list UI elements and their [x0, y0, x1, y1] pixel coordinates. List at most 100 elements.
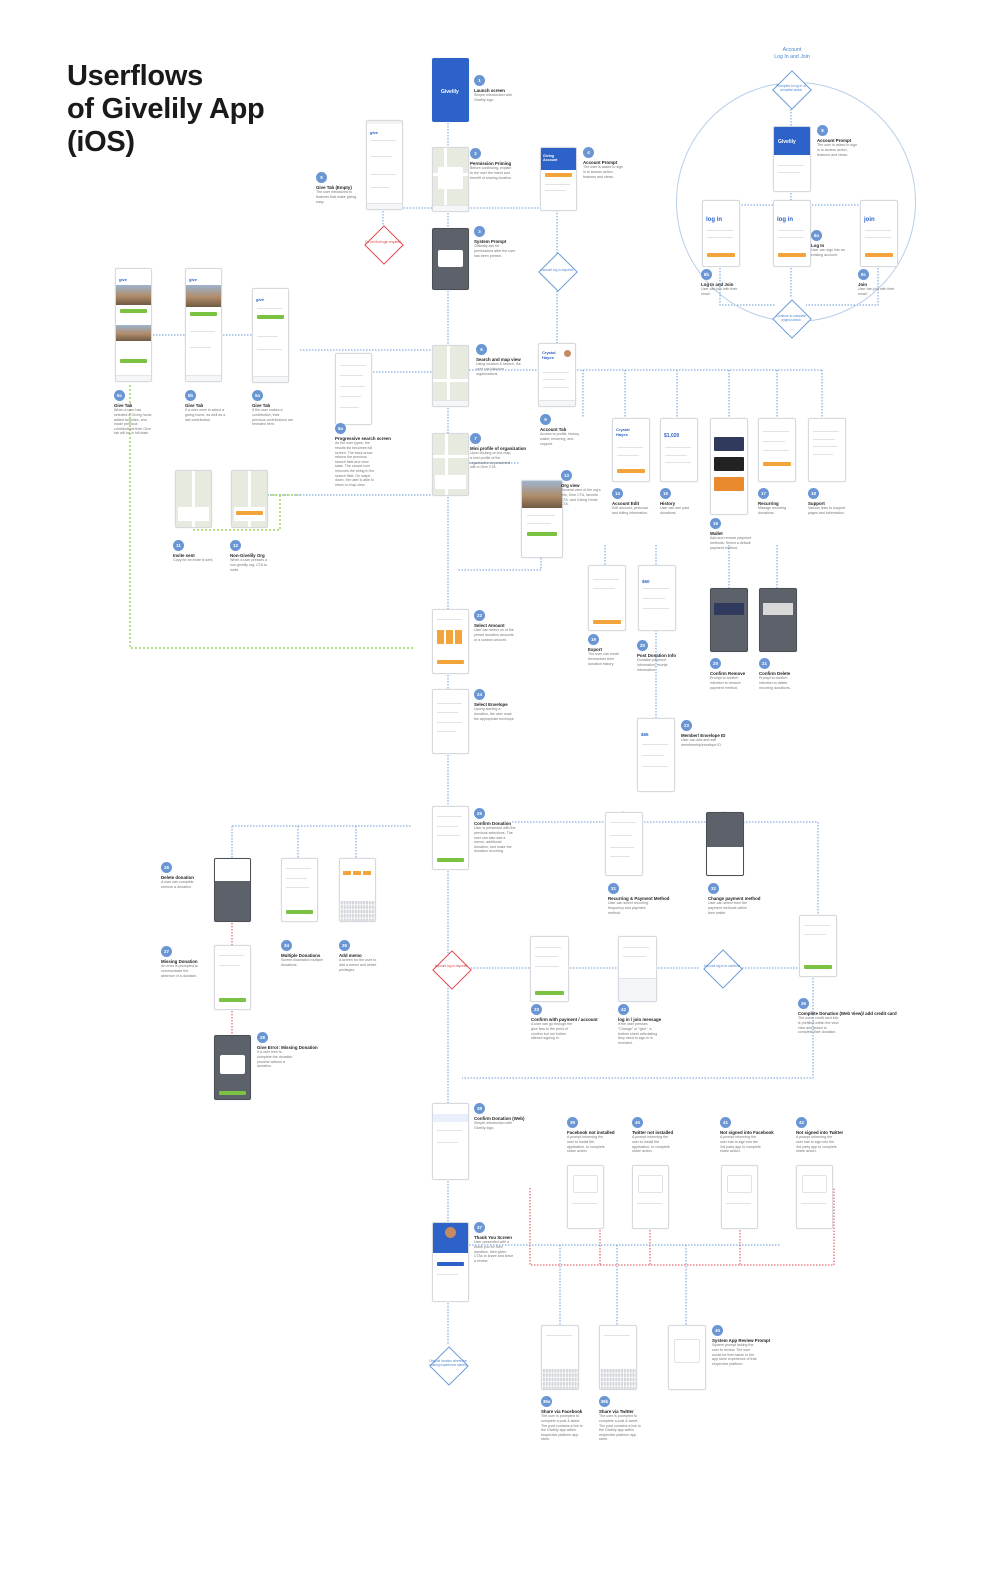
not-signed-twitter-thumb[interactable] [796, 1165, 833, 1229]
recurring-thumb[interactable] [758, 418, 796, 482]
confirm-with-payment-thumb[interactable] [530, 936, 569, 1002]
give-tab-contrib-thumb[interactable]: give [252, 288, 289, 383]
history-thumb[interactable]: $1,020 [660, 418, 698, 482]
step-title: Give Tab [185, 403, 204, 408]
step-desc: User can select on of the preset donatio… [474, 628, 514, 642]
step-badge: 27 [161, 946, 172, 957]
twitter-not-installed-thumb[interactable] [632, 1165, 669, 1229]
account-tab-thumb[interactable]: Crystal Hayes [538, 343, 576, 407]
org-view-thumb[interactable] [521, 480, 563, 558]
step-badge: 36 [798, 998, 809, 1009]
step-badge: 19 [588, 634, 599, 645]
permission-priming-thumb[interactable] [432, 147, 469, 212]
step-desc: Prompt to confirm intention to remove pa… [710, 676, 741, 690]
step-desc: User can select from the payment methods… [708, 901, 747, 915]
select-envelope-thumb[interactable] [432, 689, 469, 754]
member-envelope-thumb[interactable]: $65 [637, 718, 675, 792]
login-thumb[interactable]: log in [773, 200, 811, 267]
confirm-donation-thumb[interactable] [432, 806, 469, 870]
recurring-payment-thumb[interactable] [605, 812, 643, 876]
system-prompt-thumb[interactable] [432, 228, 469, 290]
give-tab-empty-thumb[interactable]: give [366, 120, 403, 210]
step-desc: Prompt to confirm intention to delete re… [759, 676, 791, 690]
title-line-1: Userflows [67, 60, 203, 92]
progressive-search-thumb[interactable] [335, 353, 372, 425]
multiple-donations-thumb[interactable] [281, 858, 318, 922]
thank-you-thumb[interactable] [432, 1222, 469, 1302]
launch-logo: Givelily [441, 89, 459, 95]
search-map-thumb[interactable] [432, 345, 469, 407]
app-review-prompt-thumb[interactable] [668, 1325, 706, 1390]
step-desc: An error is prompted to communicate the … [161, 964, 198, 978]
step-badge: 25 [474, 808, 485, 819]
mini-profile-thumb[interactable] [432, 433, 469, 496]
missing-donation-thumb[interactable] [214, 945, 251, 1010]
confirm-remove-thumb[interactable] [710, 588, 748, 652]
account-edit-thumb[interactable]: Crystal Hayes [612, 418, 650, 482]
login-join-message-thumb[interactable] [618, 936, 657, 1002]
invite-sent-thumb[interactable] [175, 470, 212, 528]
give-tab-home-thumb[interactable]: give [185, 268, 222, 382]
step-desc: Edit account, personal, and billing info… [612, 506, 649, 515]
add-memo-thumb[interactable] [339, 858, 376, 922]
post-donation-info-thumb[interactable]: $60 [638, 565, 676, 631]
step-title: Search and map view [476, 357, 521, 362]
step-badge: 28 [257, 1032, 268, 1043]
wallet-thumb[interactable] [710, 418, 748, 515]
step-badge: 21 [759, 658, 770, 669]
complete-donation-web-thumb[interactable] [799, 915, 837, 977]
account-prompt-circle-thumb[interactable]: Givelily [773, 126, 811, 192]
step-badge: 37 [474, 1222, 485, 1233]
account-prompt-thumb[interactable]: Giving Account [540, 147, 577, 211]
login-join-thumb[interactable]: log in [702, 200, 740, 267]
facebook-not-installed-thumb[interactable] [567, 1165, 604, 1229]
confirm-donation-web-thumb[interactable] [432, 1103, 469, 1180]
step-desc: A user can complete remove a donation. [161, 880, 194, 889]
step-title: Confirm Donation (Web) [474, 1116, 525, 1121]
step-badge: 12 [230, 540, 241, 551]
step-badge: 32 [708, 883, 719, 894]
confirm-delete-thumb[interactable] [759, 588, 797, 652]
step-title: Support [808, 501, 825, 506]
step-badge: 23 [681, 720, 692, 731]
change-payment-thumb[interactable] [706, 812, 744, 876]
step-title: Not signed into Twitter [796, 1130, 844, 1135]
export-thumb[interactable] [588, 565, 626, 631]
step-desc: Simple introduction with Givelily logo. [474, 1121, 512, 1130]
non-givelily-org-thumb[interactable] [231, 470, 268, 528]
share-twitter-thumb[interactable] [599, 1325, 637, 1390]
step-badge: 20 [637, 640, 648, 651]
give-tab-full-thumb[interactable]: give [115, 268, 152, 382]
login-label: log in [706, 217, 722, 223]
decision-label: Do not find login required [365, 240, 401, 244]
step-desc: System prompt asking the user to review.… [712, 1343, 757, 1366]
give-error-thumb[interactable] [214, 1035, 251, 1100]
step-title: Invite sent [173, 553, 195, 558]
step-badge: 13 [561, 470, 572, 481]
join-thumb[interactable]: join [860, 200, 898, 267]
step-badge: 4 [583, 147, 594, 158]
support-thumb[interactable] [808, 418, 846, 482]
step-title: History [660, 501, 676, 506]
select-amount-thumb[interactable] [432, 609, 469, 674]
launch-screen-thumb[interactable]: Givelily [432, 58, 469, 122]
not-signed-facebook-thumb[interactable] [721, 1165, 758, 1229]
giving-account-label: Giving Account [543, 154, 558, 162]
share-facebook-thumb[interactable] [541, 1325, 579, 1390]
delete-donation-thumb[interactable] [214, 858, 251, 922]
